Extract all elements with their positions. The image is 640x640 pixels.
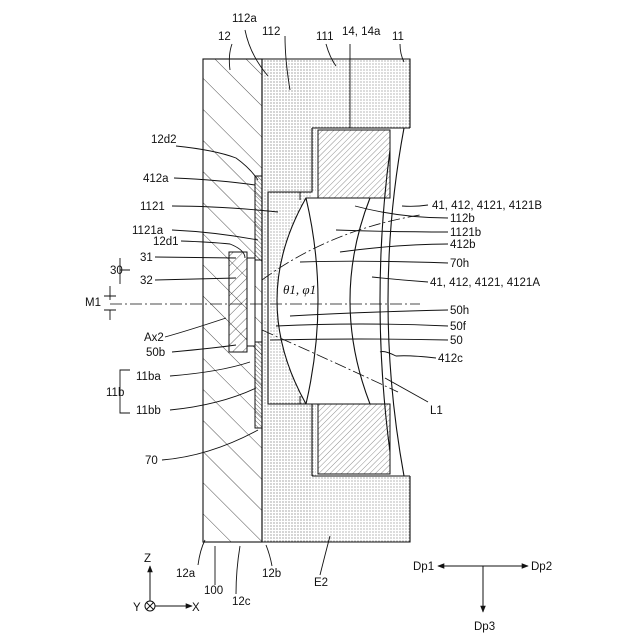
label-50b: 50b bbox=[146, 347, 165, 359]
label-41-4121A: 41, 412, 4121, 4121A bbox=[430, 277, 540, 289]
axis-x-label: X bbox=[192, 602, 200, 614]
label-11: 11 bbox=[392, 31, 404, 43]
label-theta-phi: θ1, φ1 bbox=[283, 282, 316, 297]
label-Ax2: Ax2 bbox=[144, 332, 164, 344]
dp1-label: Dp1 bbox=[413, 561, 434, 573]
label-112b: 112b bbox=[450, 213, 475, 225]
label-41-4121B: 41, 412, 4121, 4121B bbox=[432, 200, 542, 212]
label-112a-top: 112a bbox=[232, 13, 257, 25]
label-112-top: 112 bbox=[262, 26, 280, 38]
label-11b: 11b bbox=[106, 387, 124, 399]
label-M1: M1 bbox=[85, 297, 101, 309]
label-12d2: 12d2 bbox=[151, 134, 177, 146]
axis-z-label: Z bbox=[144, 553, 151, 565]
label-412c: 412c bbox=[438, 353, 463, 365]
label-50: 50 bbox=[450, 335, 463, 347]
label-70h: 70h bbox=[450, 258, 469, 270]
label-100: 100 bbox=[204, 585, 223, 597]
label-E2: E2 bbox=[314, 577, 328, 589]
label-L1: L1 bbox=[430, 405, 443, 417]
xyz-axes: Z Y X bbox=[133, 553, 200, 614]
label-12c: 12c bbox=[232, 596, 251, 608]
direction-arrows: Dp1 Dp2 Dp3 bbox=[413, 561, 552, 633]
label-12-top: 12 bbox=[218, 31, 231, 43]
label-412a: 412a bbox=[143, 173, 169, 185]
label-1121b: 1121b bbox=[450, 227, 481, 239]
label-14-14a: 14, 14a bbox=[342, 26, 381, 38]
label-11bb: 11bb bbox=[136, 405, 161, 417]
dp2-label: Dp2 bbox=[531, 561, 552, 573]
label-12d1: 12d1 bbox=[153, 236, 179, 248]
label-30: 30 bbox=[110, 265, 123, 277]
axis-y-label: Y bbox=[133, 602, 141, 614]
label-12a-bottom: 12a bbox=[176, 568, 196, 580]
label-1121: 1121 bbox=[140, 201, 165, 213]
label-11ba: 11ba bbox=[136, 371, 161, 383]
label-31: 31 bbox=[140, 252, 153, 264]
label-12b: 12b bbox=[262, 568, 281, 580]
dp3-label: Dp3 bbox=[474, 621, 495, 633]
lens-4121 bbox=[277, 198, 370, 404]
label-32: 32 bbox=[140, 275, 153, 287]
label-50f: 50f bbox=[450, 321, 467, 333]
label-50h: 50h bbox=[450, 305, 469, 317]
label-111: 111 bbox=[316, 31, 333, 43]
label-412b: 412b bbox=[450, 239, 476, 251]
image-sensor-30 bbox=[229, 252, 255, 352]
label-70: 70 bbox=[145, 455, 158, 467]
